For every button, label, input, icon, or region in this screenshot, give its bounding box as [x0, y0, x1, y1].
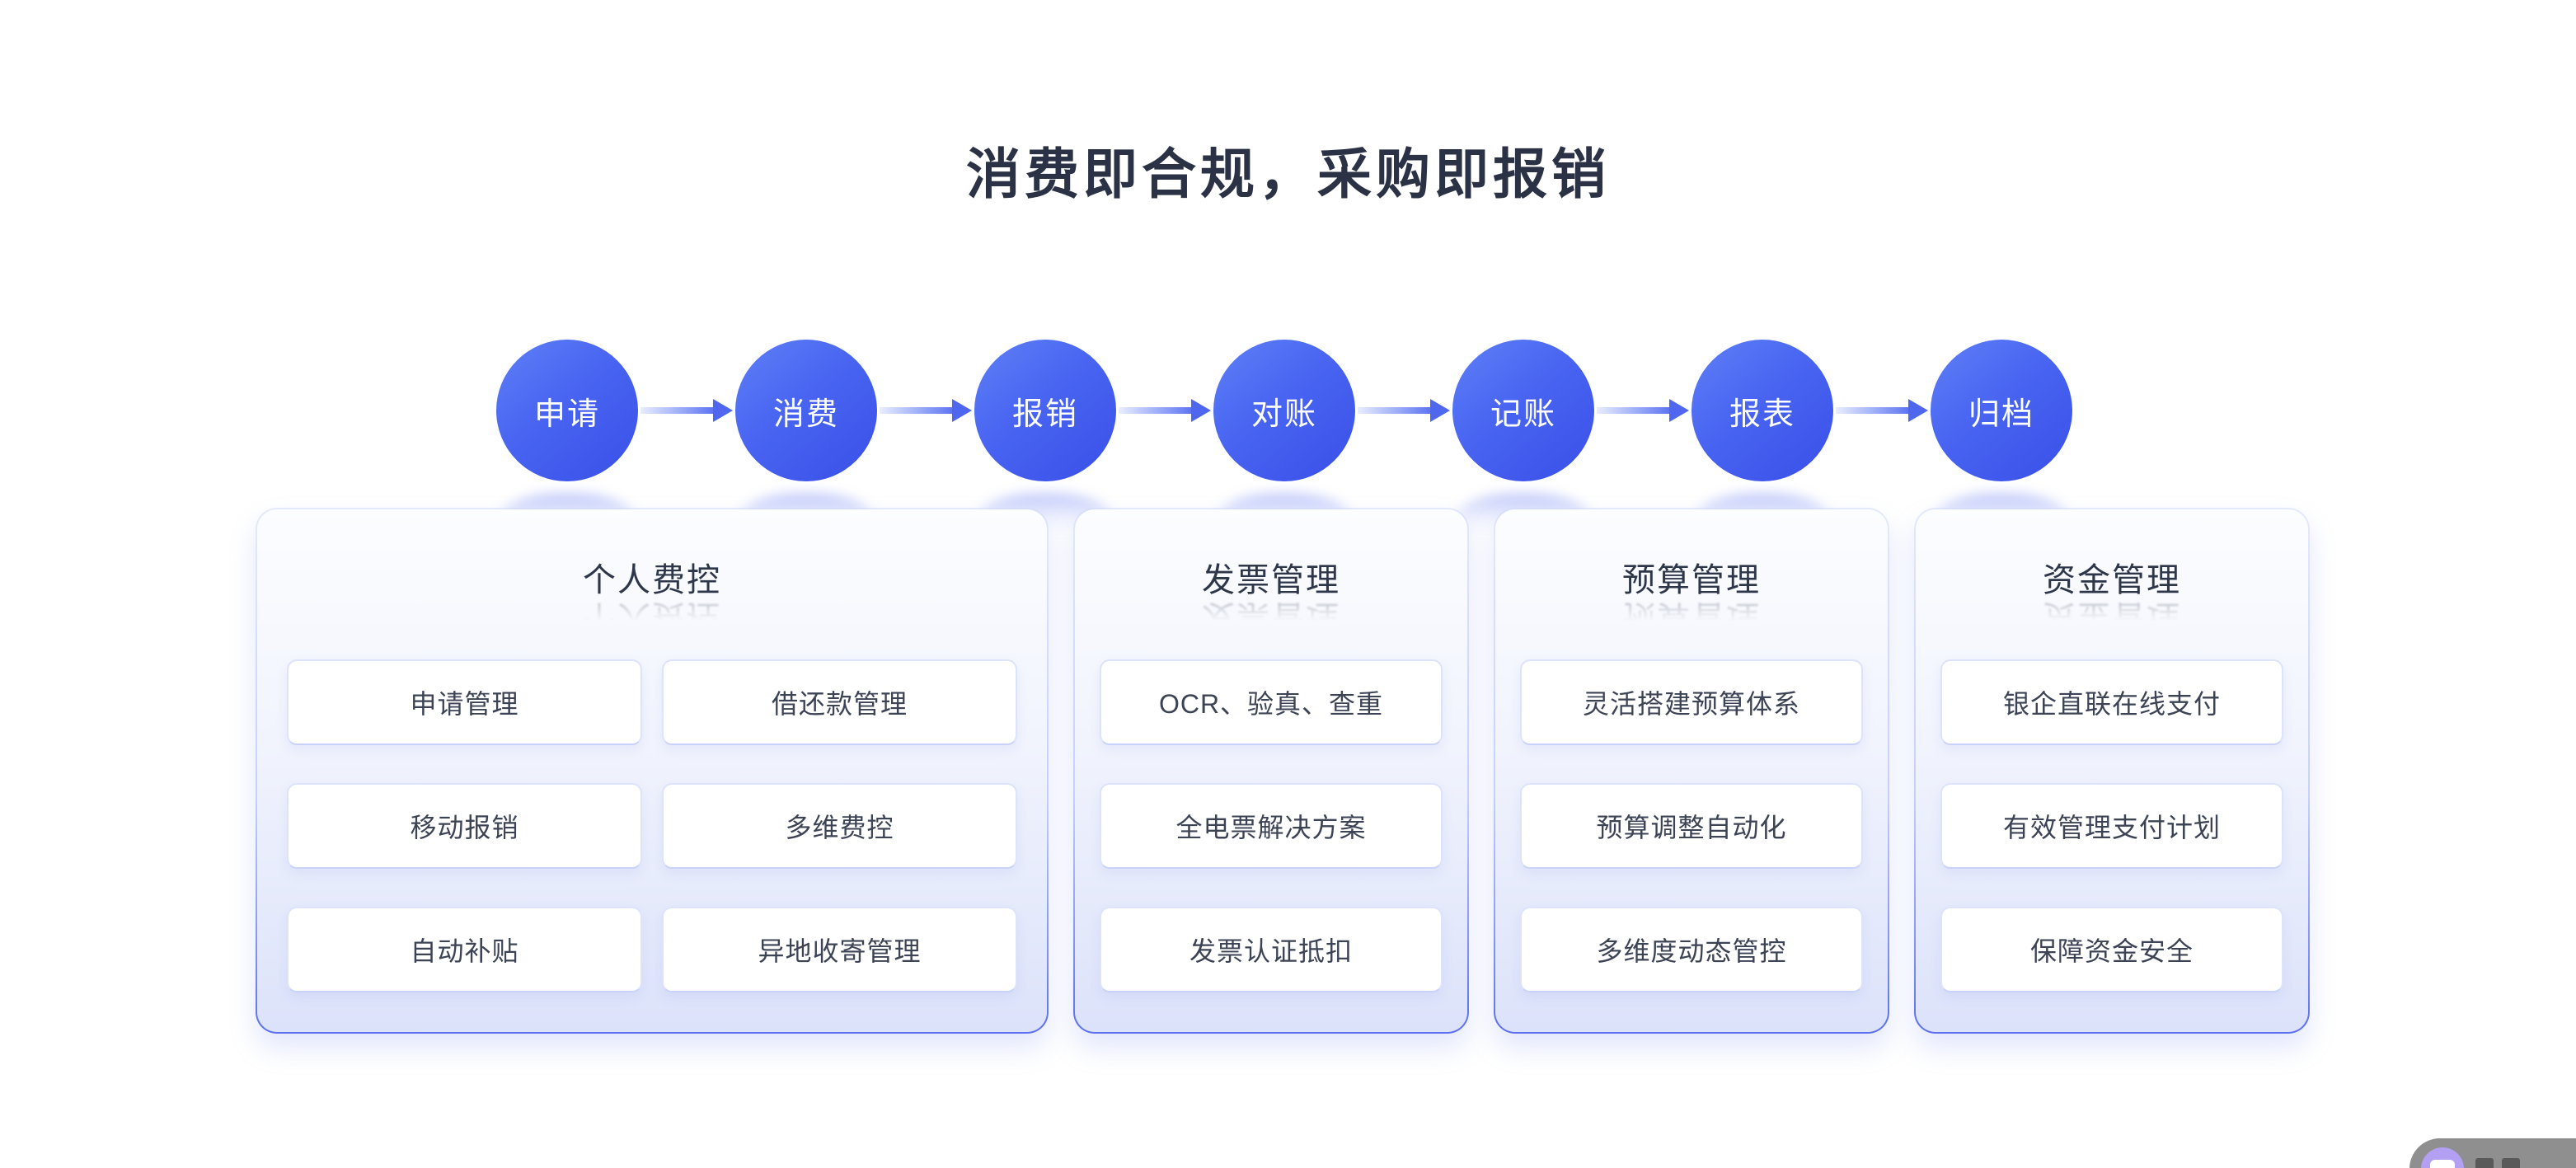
feature-tile: 灵活搭建预算体系: [1520, 659, 1863, 745]
feature-tile-label: 异地收寄管理: [758, 936, 922, 966]
feature-card: 预算管理 预算管理 灵活搭建预算体系 预算调整自动化 多维度动态管控: [1494, 508, 1889, 1034]
feature-card-title-reflection: 资金管理: [2043, 600, 2181, 625]
app-glyph-icon: [2430, 1160, 2455, 1168]
feature-card-title-reflection: 个人费控: [583, 600, 721, 625]
feature-tile: 全电票解决方案: [1100, 783, 1443, 869]
feature-tile-label: 自动补贴: [410, 936, 519, 966]
feature-cards: 个人费控 个人费控 申请管理 借还款管理 移动报销 多维费控 自动补贴 异地收寄…: [256, 508, 2310, 1034]
page-title: 消费即合规，采购即报销: [966, 143, 1610, 204]
feature-tile-grid: 银企直联在线支付 有效管理支付计划 保障资金安全: [1940, 659, 2283, 992]
feature-tile: 有效管理支付计划: [1940, 783, 2283, 869]
feature-tile-label: 多维费控: [785, 813, 894, 842]
feature-tile-label: 银企直联在线支付: [2002, 689, 2221, 719]
feature-tile-grid: 灵活搭建预算体系 预算调整自动化 多维度动态管控: [1520, 659, 1863, 992]
feature-tile: 多维度动态管控: [1520, 907, 1863, 992]
feature-tile-grid: OCR、验真、查重 全电票解决方案 发票认证抵扣: [1100, 659, 1443, 992]
purple-app-badge-icon: [2421, 1147, 2464, 1168]
arrow-bar: [1358, 407, 1430, 414]
arrow-right-icon: [1833, 340, 1931, 481]
arrow-right-icon: [1116, 340, 1213, 481]
feature-card: 个人费控 个人费控 申请管理 借还款管理 移动报销 多维费控 自动补贴 异地收寄…: [256, 508, 1049, 1034]
flow-step-label: 对账: [1250, 396, 1317, 432]
feature-tile-label: 申请管理: [410, 689, 519, 719]
flow-step-label: 记账: [1490, 396, 1556, 432]
feature-card-title-reflection: 发票管理: [1202, 600, 1340, 625]
feature-card-body: 个人费控 个人费控 申请管理 借还款管理 移动报销 多维费控 自动补贴 异地收寄…: [257, 509, 1047, 1032]
arrow-head: [1908, 399, 1928, 422]
arrow-bar: [640, 407, 713, 414]
feature-tile: 异地收寄管理: [662, 907, 1017, 992]
flow-step-label: 归档: [1968, 396, 2034, 432]
arrow-right-icon: [1355, 340, 1452, 481]
flow-step-circle: 对账: [1213, 340, 1355, 481]
feature-tile: OCR、验真、查重: [1100, 659, 1443, 745]
feature-tile-label: 多维度动态管控: [1596, 936, 1787, 966]
feature-tile-label: 移动报销: [410, 813, 519, 842]
arrow-bar: [880, 407, 952, 414]
feature-tile-label: 灵活搭建预算体系: [1582, 689, 1800, 719]
feature-tile: 发票认证抵扣: [1100, 907, 1443, 992]
flow-step-circle: 记账: [1452, 340, 1594, 481]
feature-card: 资金管理 资金管理 银企直联在线支付 有效管理支付计划 保障资金安全: [1914, 508, 2310, 1034]
flow-step-circle: 归档: [1931, 340, 2072, 481]
feature-tile-label: 全电票解决方案: [1175, 813, 1367, 842]
flow-step-label: 申请: [533, 396, 600, 432]
feature-tile: 移动报销: [287, 783, 642, 869]
arrow-bar: [1119, 407, 1191, 414]
feature-card-title: 预算管理: [1622, 562, 1761, 598]
feature-card-body: 预算管理 预算管理 灵活搭建预算体系 预算调整自动化 多维度动态管控: [1495, 509, 1888, 1032]
feature-card-title: 资金管理: [2043, 562, 2181, 598]
arrow-right-icon: [1594, 340, 1692, 481]
process-flow: 申请 消费 报销 对账 记账: [496, 340, 2072, 544]
arrow-head: [952, 399, 972, 422]
flow-step-label: 报表: [1729, 396, 1795, 432]
watermark-badge: [2409, 1138, 2576, 1168]
arrow-head: [1430, 399, 1450, 422]
feature-tile-label: 保障资金安全: [2029, 936, 2194, 966]
arrow-bar: [1597, 407, 1669, 414]
feature-card-title-reflection: 预算管理: [1622, 600, 1761, 625]
feature-tile-label: OCR、验真、查重: [1158, 689, 1384, 719]
flow-step-circle: 报表: [1692, 340, 1833, 481]
flow-step-label: 报销: [1011, 396, 1078, 432]
feature-tile: 申请管理: [287, 659, 642, 745]
flow-step-circle: 消费: [735, 340, 877, 481]
feature-tile-grid: 申请管理 借还款管理 移动报销 多维费控 自动补贴 异地收寄管理: [287, 659, 1017, 992]
feature-card-body: 发票管理 发票管理 OCR、验真、查重 全电票解决方案 发票认证抵扣: [1075, 509, 1467, 1032]
arrow-head: [1669, 399, 1689, 422]
feature-tile-label: 有效管理支付计划: [2002, 813, 2221, 842]
feature-tile-label: 预算调整自动化: [1596, 813, 1787, 842]
feature-card-title: 个人费控: [583, 562, 721, 598]
feature-tile-label: 借还款管理: [771, 689, 908, 719]
watermark-cropped-text: [2475, 1158, 2520, 1168]
feature-card-title: 发票管理: [1202, 562, 1340, 598]
feature-tile-label: 发票认证抵扣: [1189, 936, 1353, 966]
arrow-head: [1191, 399, 1211, 422]
feature-tile: 银企直联在线支付: [1940, 659, 2283, 745]
feature-tile: 自动补贴: [287, 907, 642, 992]
flow-step-circle: 申请: [496, 340, 638, 481]
feature-tile: 借还款管理: [662, 659, 1017, 745]
feature-tile: 多维费控: [662, 783, 1017, 869]
flow-step-circle: 报销: [974, 340, 1116, 481]
feature-card-body: 资金管理 资金管理 银企直联在线支付 有效管理支付计划 保障资金安全: [1916, 509, 2308, 1032]
feature-card: 发票管理 发票管理 OCR、验真、查重 全电票解决方案 发票认证抵扣: [1073, 508, 1469, 1034]
feature-tile: 预算调整自动化: [1520, 783, 1863, 869]
flow-step-label: 消费: [772, 396, 839, 432]
arrow-head: [713, 399, 733, 422]
arrow-right-icon: [638, 340, 735, 481]
feature-tile: 保障资金安全: [1940, 907, 2283, 992]
arrow-right-icon: [877, 340, 974, 481]
arrow-bar: [1836, 407, 1908, 414]
